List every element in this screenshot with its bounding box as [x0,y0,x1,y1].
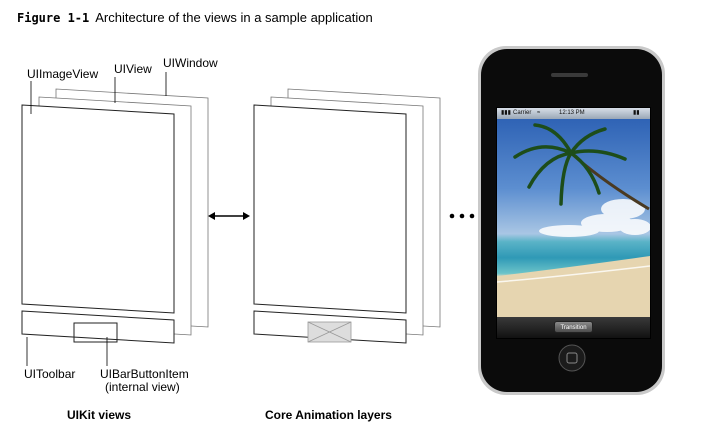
uikit-views-heading: UIKit views [67,408,132,422]
uibarbuttonitem-label: UIBarButtonItem [100,367,189,381]
internal-view-label: (internal view) [105,380,180,394]
uibarbuttonitem-layer [73,322,118,343]
imageview-ca-backdrop [254,105,406,343]
carrier-label: Carrier [513,110,532,116]
uiimageview-layer [21,104,175,314]
transition-button[interactable]: Transition [554,321,593,333]
beach-photo [497,119,650,317]
uiview-label: UIView [114,62,152,76]
clouds [539,199,650,237]
toolbar-ca-layer [253,310,407,344]
uitoolbar-label: UIToolbar [24,367,76,381]
image-placeholder-icon [307,321,352,343]
ellipsis-icon [449,213,475,219]
signal-icon: ▮▮▮ [501,110,511,116]
double-arrow-icon [208,212,250,220]
time-label: 12:13 PM [559,110,585,116]
uiimageview-label: UIImageView [27,67,99,81]
palm-fronds [513,123,627,206]
uiwindow-label: UIWindow [163,56,218,70]
surf-line [497,265,650,283]
home-button [558,344,586,372]
battery-icon: ▮▮ [633,110,640,116]
sand [497,256,650,317]
earpiece [551,73,588,77]
core-animation-heading: Core Animation layers [265,408,392,422]
uiimageview-backdrop [22,105,174,343]
figure-caption: Figure 1-1 Architecture of the views in a… [17,10,373,25]
uitoolbar-layer [21,310,175,344]
figure-number: Figure 1-1 [17,11,90,25]
wifi-icon: ≈ [537,110,541,116]
figure-title: Architecture of the views in a sample ap… [95,10,373,25]
phone-status-bar: ▮▮▮ Carrier ≈ 12:13 PM ▮▮ [497,108,650,119]
imageview-ca-layer [253,104,407,314]
